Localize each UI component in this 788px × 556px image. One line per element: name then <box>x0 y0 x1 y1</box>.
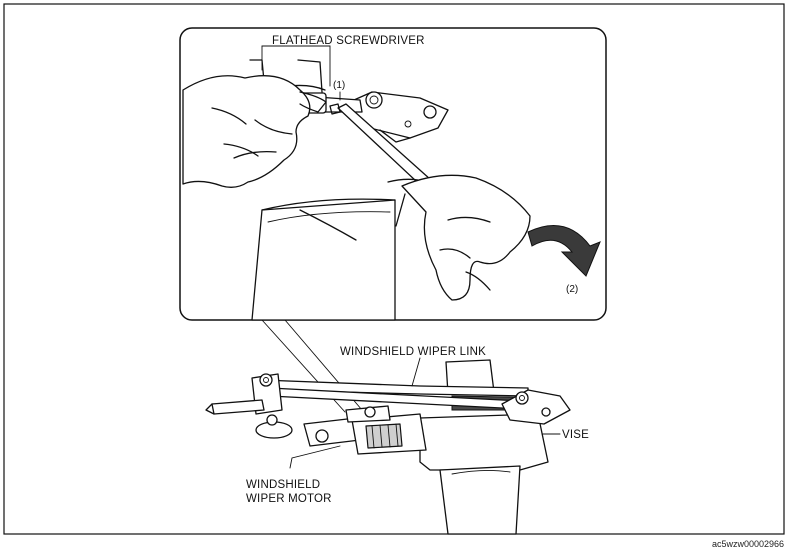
label-vise: VISE <box>562 429 589 441</box>
detail-left-hand <box>182 75 327 188</box>
detail-pivot-nut <box>365 91 383 109</box>
vise-stem <box>439 465 521 535</box>
detail-link-bolt <box>423 105 437 119</box>
wiper-assembly-illustration <box>205 359 571 535</box>
detail-illustration <box>182 59 601 321</box>
label-wiper-motor-line1: WINDSHIELD <box>246 479 320 491</box>
rotation-arrow-icon <box>527 225 601 277</box>
detail-right-hand <box>387 174 531 301</box>
label-step-2: (2) <box>566 284 578 295</box>
wiper-motor-drawing <box>303 405 427 455</box>
label-flathead-screwdriver: FLATHEAD SCREWDRIVER <box>272 35 425 47</box>
detail-vise-jaw <box>251 199 396 321</box>
label-step-1: (1) <box>333 80 345 91</box>
figure-id: ac5wzw00002966 <box>712 539 784 549</box>
label-windshield-wiper-link: WINDSHIELD WIPER LINK <box>340 346 486 358</box>
figure-border <box>3 3 785 535</box>
label-wiper-motor-line2: WIPER MOTOR <box>246 493 332 505</box>
label-leaders <box>261 45 561 469</box>
